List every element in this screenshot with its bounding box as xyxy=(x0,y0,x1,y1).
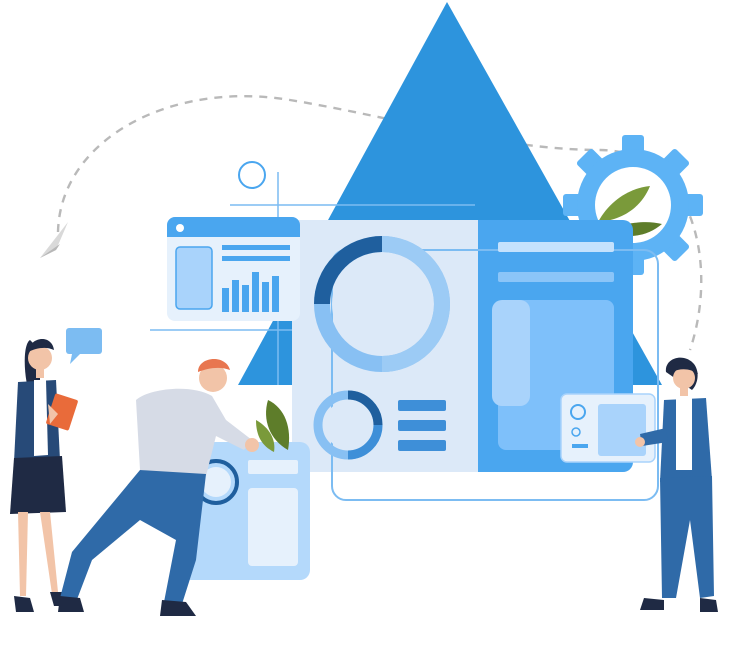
panel-card-inner xyxy=(492,300,530,406)
bar-chart-icon xyxy=(222,272,279,312)
donut-chart-icon xyxy=(314,236,450,372)
legend-bar xyxy=(398,400,446,411)
legend-bar xyxy=(398,420,446,431)
man-figure xyxy=(58,358,259,616)
legend-bar xyxy=(398,440,446,451)
donut-chart-icon xyxy=(313,390,383,460)
woman-right-figure xyxy=(635,357,718,612)
leaf-icon xyxy=(256,400,290,452)
bar-chart-card xyxy=(167,217,300,321)
panel-line xyxy=(498,242,614,252)
mini-card xyxy=(560,393,656,463)
panel-line xyxy=(498,272,614,282)
woman-left-figure xyxy=(10,338,78,612)
small-circle-outline xyxy=(238,161,266,189)
dashboard-frame-outline xyxy=(331,249,659,501)
speech-bubble-icon xyxy=(66,328,102,364)
clipboard xyxy=(46,393,78,431)
paper-plane-icon xyxy=(40,222,68,258)
